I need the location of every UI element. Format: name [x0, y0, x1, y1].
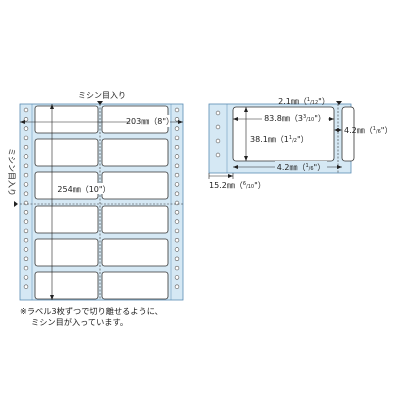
note-line-1: ※ラベル3枚ずつで切り離せるように、: [20, 306, 163, 316]
height-label: 254㎜（10"）: [57, 185, 110, 194]
feed-hole: [174, 163, 180, 169]
label-cell: [34, 238, 99, 267]
top-margin-arrow: [336, 101, 342, 105]
feed-hole: [23, 210, 29, 215]
label-cell: [34, 138, 99, 167]
height-arrow-top: [50, 104, 54, 109]
feed-hole: [23, 284, 29, 289]
perforation-top-label: ミシン目入り: [78, 91, 126, 100]
label-height-dimension: 38.1㎜（11/2"）: [244, 107, 309, 161]
feed-hole: [23, 145, 29, 150]
feed-hole: [174, 191, 180, 196]
feed-hole: [23, 228, 29, 234]
feed-hole: [23, 172, 29, 178]
feed-hole: [23, 238, 29, 243]
feed-hole: [174, 200, 180, 206]
label-cell: [34, 105, 99, 134]
width-arrow-right: [178, 120, 183, 124]
feed-hole: [23, 182, 29, 187]
feed-hole: [23, 154, 29, 159]
width-label-bg: [130, 115, 170, 127]
feed-hole: [174, 210, 180, 215]
label-cell: [101, 171, 169, 200]
label-gap-dimension: 4.2㎜（1/6"）: [334, 126, 392, 135]
feed-hole: [23, 219, 29, 224]
right-feed-holes: [174, 107, 180, 289]
detail-label-right: [341, 106, 355, 162]
feed-hole: [174, 154, 180, 159]
svg-text:15.2㎜（6/10"）: 15.2㎜（6/10"）: [209, 181, 266, 190]
feed-hole: [23, 247, 29, 252]
side-margin-dimension: 15.2㎜（6/10"）: [208, 173, 266, 190]
feed-hole: [174, 238, 180, 243]
feed-hole: [174, 145, 180, 150]
svg-text:4.2㎜（1/6"）: 4.2㎜（1/6"）: [277, 163, 325, 172]
feed-hole: [23, 163, 29, 169]
feed-hole: [23, 256, 29, 261]
feed-hole: [174, 256, 180, 261]
feed-hole: [174, 172, 180, 178]
perforation-side-label: ミシン目入り: [7, 148, 16, 196]
width-arrow-left: [20, 120, 25, 124]
label-cell: [101, 238, 169, 267]
height-arrow-bottom: [50, 295, 54, 300]
bottom-gap-dimension: 4.2㎜（1/6"）: [233, 161, 342, 172]
svg-text:2.1㎜（1/12"）: 2.1㎜（1/12"）: [278, 97, 330, 106]
feed-hole: [23, 275, 29, 280]
feed-hole: [215, 138, 221, 144]
feed-hole: [174, 126, 180, 131]
feed-hole: [23, 265, 29, 271]
feed-hole: [23, 135, 29, 141]
label-cell: [101, 205, 169, 234]
feed-hole: [174, 228, 180, 234]
label-cell: [101, 271, 169, 300]
detail-feed-holes: [215, 110, 221, 158]
feed-hole: [174, 284, 180, 289]
feed-hole: [23, 126, 29, 131]
feed-hole: [174, 219, 180, 224]
continuous-form-sheet: [19, 103, 184, 301]
feed-hole: [215, 124, 221, 130]
feed-hole: [174, 247, 180, 252]
feed-hole: [174, 135, 180, 141]
feed-hole: [174, 182, 180, 187]
perforation-side-arrow: [14, 201, 18, 207]
feed-hole: [23, 200, 29, 206]
left-diagram: ミシン目入り ミシン目入り 203㎜（8"） 254㎜（10"）: [7, 91, 184, 301]
svg-text:38.1㎜（11/2"）: 38.1㎜（11/2"）: [250, 135, 309, 144]
label-width-dimension: 83.8㎜（33/10"）: [233, 112, 334, 123]
label-cell: [101, 138, 169, 167]
width-label: 203㎜（8"）: [126, 117, 174, 126]
svg-text:83.8㎜（33/10"）: 83.8㎜（33/10"）: [264, 114, 326, 123]
note-line-2: ミシン目が入っています。: [31, 317, 129, 327]
height-label-bg: [57, 183, 107, 194]
feed-hole: [174, 275, 180, 280]
right-diagram: 2.1㎜（1/12"） 83.8㎜（33/10"） 38.1㎜（11/2"） 4…: [208, 97, 392, 190]
feed-hole: [215, 152, 221, 158]
perforation-top-arrow: [97, 101, 103, 105]
feed-hole: [174, 265, 180, 271]
svg-text:4.2㎜（1/6"）: 4.2㎜（1/6"）: [344, 126, 392, 135]
label-cell: [34, 205, 99, 234]
top-margin-dimension: 2.1㎜（1/12"）: [278, 97, 342, 106]
feed-hole: [23, 107, 29, 113]
left-feed-holes: [23, 107, 29, 289]
feed-hole: [215, 110, 221, 116]
feed-hole: [174, 107, 180, 113]
perforation-note: ※ラベル3枚ずつで切り離せるように、 ミシン目が入っています。: [20, 306, 163, 328]
feed-hole: [174, 117, 180, 122]
feed-hole: [23, 191, 29, 196]
feed-hole: [23, 117, 29, 122]
label-cell: [34, 271, 99, 300]
